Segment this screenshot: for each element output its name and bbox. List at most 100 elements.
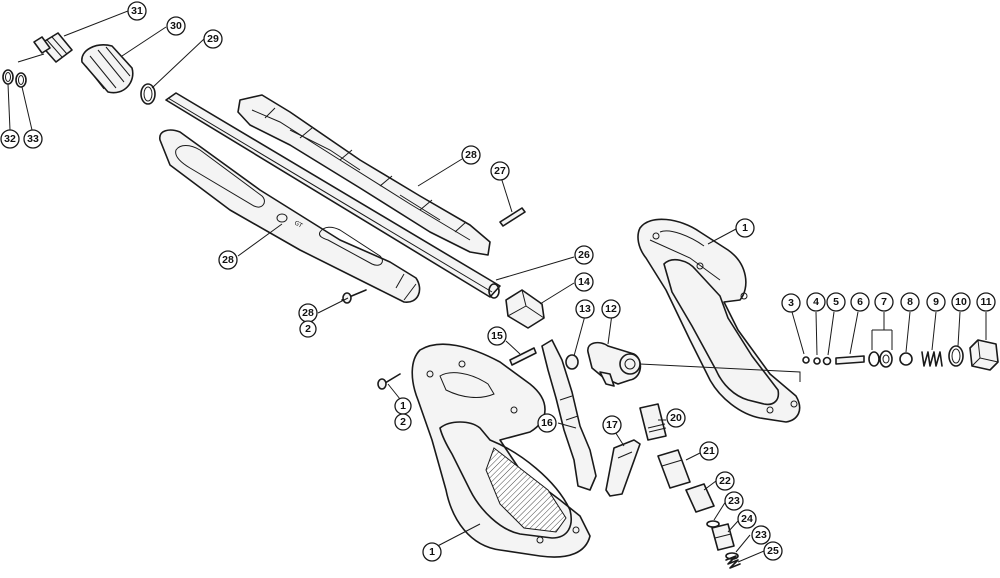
callout-28-upper: 28: [461, 145, 481, 165]
callout-21: 21: [699, 441, 719, 461]
svg-text:2: 2: [400, 416, 406, 428]
callout-2-screw: 2: [299, 320, 317, 338]
callout-4: 4: [806, 292, 826, 312]
callout-12: 12: [601, 299, 621, 319]
part-1-screw: [377, 373, 401, 390]
svg-text:12: 12: [605, 303, 617, 315]
part-26-lance-tube: [165, 92, 501, 299]
callout-22: 22: [715, 471, 735, 491]
callout-31: 31: [127, 1, 147, 21]
handle-marking: GT: [293, 220, 304, 230]
svg-text:26: 26: [578, 249, 590, 261]
callout-33: 33: [23, 129, 43, 149]
svg-text:28: 28: [222, 254, 234, 266]
svg-text:10: 10: [955, 296, 967, 308]
callout-30: 30: [166, 16, 186, 36]
part-32-o-ring: [2, 69, 14, 85]
svg-text:24: 24: [741, 513, 753, 525]
callout-16: 16: [537, 413, 557, 433]
svg-text:11: 11: [980, 296, 991, 308]
part-10-o-ring: [948, 345, 964, 367]
callout-6: 6: [850, 292, 870, 312]
part-28-screw: [341, 289, 367, 304]
part-25-spring: [725, 555, 741, 569]
part-8-ball: [899, 352, 913, 366]
part-3-washer: [802, 356, 810, 364]
svg-text:29: 29: [207, 33, 219, 45]
callout-29: 29: [203, 29, 223, 49]
svg-text:16: 16: [541, 417, 553, 429]
svg-text:8: 8: [907, 296, 913, 308]
svg-text:15: 15: [491, 330, 503, 342]
svg-text:1: 1: [400, 400, 406, 412]
svg-text:9: 9: [933, 296, 939, 308]
callout-1-screw: 1: [394, 397, 412, 415]
svg-text:31: 31: [131, 5, 143, 17]
svg-text:1: 1: [742, 222, 748, 234]
part-1-handle-right: [637, 218, 801, 423]
svg-text:4: 4: [813, 296, 819, 308]
callout-9: 9: [926, 292, 946, 312]
part-31-nozzle-fitting: [33, 32, 73, 63]
svg-text:20: 20: [670, 412, 682, 424]
svg-text:5: 5: [833, 296, 839, 308]
part-27-pin: [499, 207, 526, 227]
svg-text:33: 33: [27, 133, 39, 145]
callout-24: 24: [737, 509, 757, 529]
svg-text:2: 2: [305, 323, 311, 335]
svg-text:25: 25: [767, 545, 779, 557]
part-21-sleeve: [657, 449, 691, 489]
callout-3: 3: [781, 293, 801, 313]
callout-7: 7: [874, 292, 894, 312]
svg-text:13: 13: [579, 303, 591, 315]
part-28-upper-shell: [237, 94, 491, 256]
svg-text:23: 23: [755, 529, 767, 541]
callout-10: 10: [951, 292, 971, 312]
callout-25: 25: [763, 541, 783, 561]
callout-1-handle-right: 1: [735, 218, 755, 238]
callout-11: 11: [976, 292, 996, 312]
part-29-o-ring: [140, 83, 156, 105]
callout-15: 15: [487, 326, 507, 346]
part-1-handle-left: [411, 343, 591, 558]
callout-23-upper: 23: [724, 491, 744, 511]
part-9-spring: [921, 351, 943, 367]
callout-23-lower: 23: [751, 525, 771, 545]
svg-text:27: 27: [494, 165, 506, 177]
callout-26: 26: [574, 245, 594, 265]
svg-text:28: 28: [465, 149, 477, 161]
part-12-valve-body: [587, 341, 642, 387]
callout-28-screw: 28: [298, 303, 318, 323]
part-24-fitting: [711, 523, 735, 551]
part-4-washer: [813, 357, 821, 365]
callout-27: 27: [490, 161, 510, 181]
callout-14: 14: [574, 272, 594, 292]
callout-32: 32: [0, 129, 20, 149]
part-22-nut: [685, 483, 715, 513]
svg-text:23: 23: [728, 495, 740, 507]
part-28-lower-shell: GT: [159, 129, 421, 303]
svg-text:17: 17: [606, 419, 618, 431]
svg-text:21: 21: [703, 445, 715, 457]
part-33-o-ring: [15, 72, 27, 88]
svg-text:28: 28: [302, 307, 314, 319]
part-5-washer: [822, 356, 832, 366]
part-20-tube: [639, 403, 667, 441]
callout-5: 5: [826, 292, 846, 312]
part-7-seals: [868, 350, 893, 368]
svg-text:3: 3: [788, 297, 794, 309]
callout-28-lower: 28: [218, 250, 238, 270]
callout-13: 13: [575, 299, 595, 319]
part-11-plug: [969, 339, 999, 371]
callout-20: 20: [666, 408, 686, 428]
part-14-nut: [505, 289, 545, 329]
svg-text:6: 6: [857, 296, 863, 308]
callout-1-handle-left: 1: [422, 542, 442, 562]
part-15-pin: [509, 347, 537, 366]
svg-text:14: 14: [578, 276, 590, 288]
callout-2-screw-lower: 2: [394, 413, 412, 431]
part-30-knurled-nut: [81, 44, 134, 94]
svg-text:32: 32: [4, 133, 16, 145]
svg-text:7: 7: [881, 296, 887, 308]
